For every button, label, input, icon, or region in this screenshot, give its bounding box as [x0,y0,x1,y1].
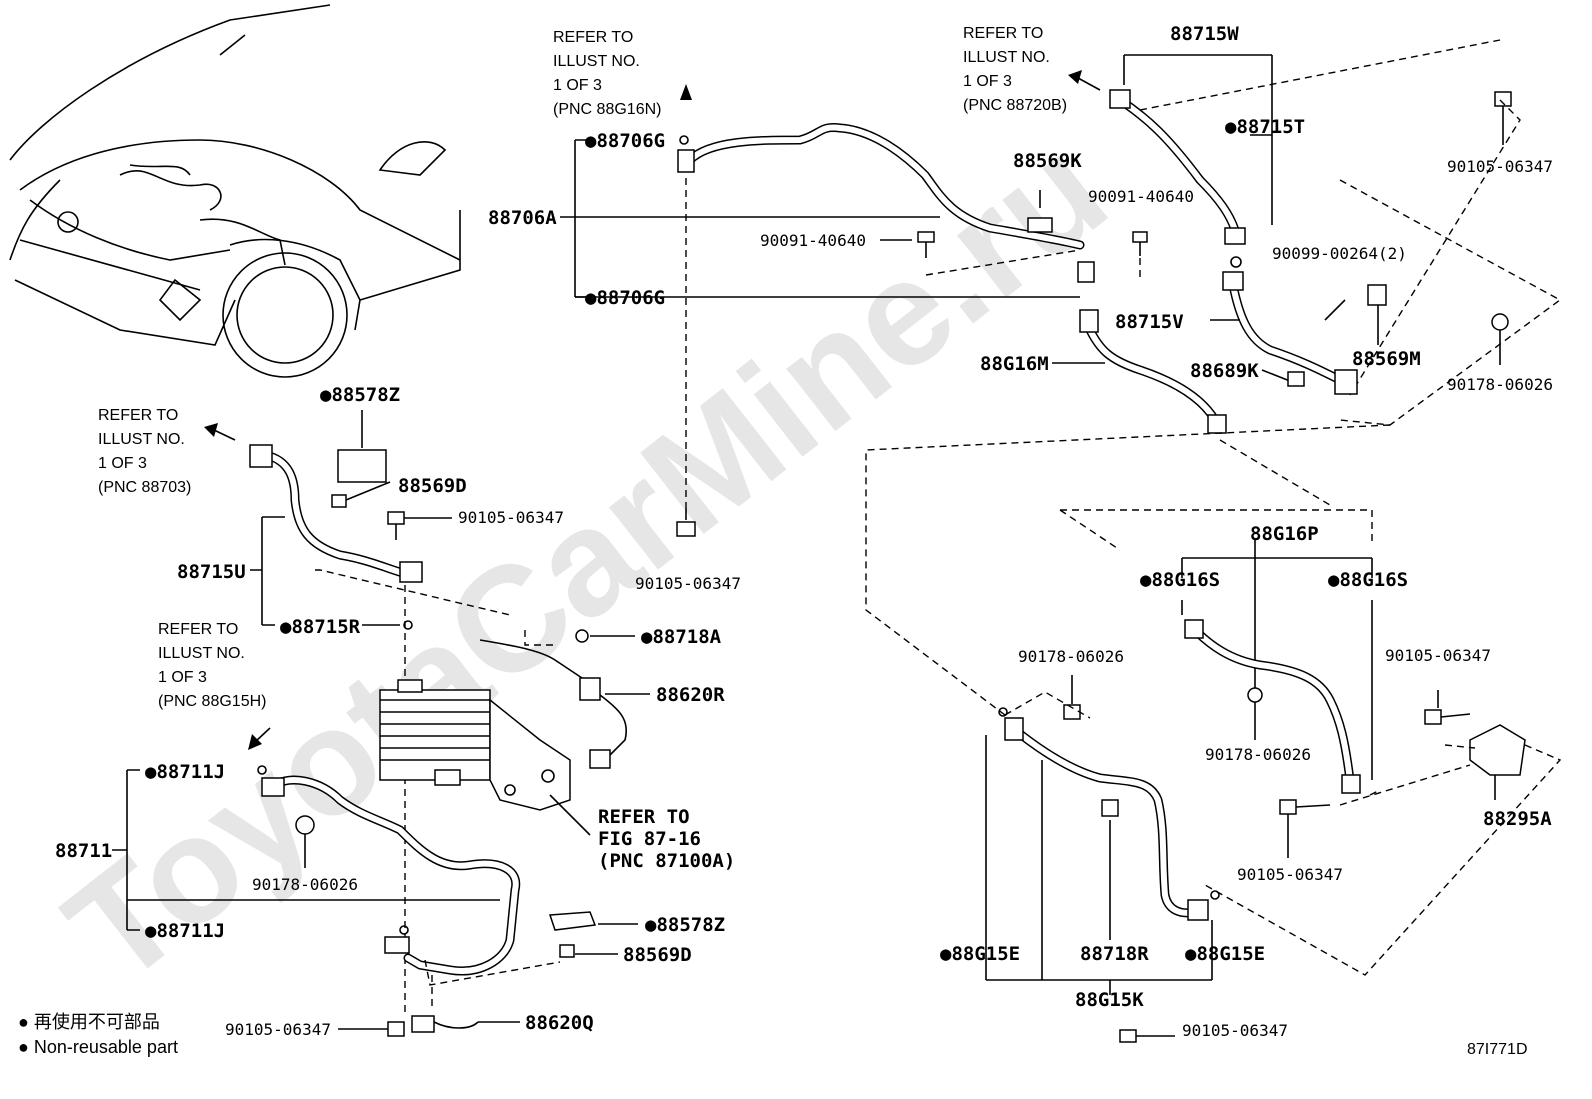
ref-88G16N-line4: (PNC 88G16N) [553,101,661,118]
label-90091-left: 90091-40640 [760,231,866,250]
label-88G15E-right: ●88G15E [1185,943,1265,965]
label-90105-left-2: 90105-06347 [225,1020,331,1039]
label-88689K: 88689K [1190,360,1259,382]
label-88711J-top: ●88711J [145,761,225,783]
pipe-88711 [261,775,521,976]
bracket-88295A [1469,724,1526,800]
ref-88720B-line3: 1 OF 3 [963,73,1012,90]
label-88706G-top: ●88706G [585,130,665,152]
pipe-88715V [1222,271,1358,395]
ref-87100A-line2: FIG 87-16 [598,828,701,850]
oil-cooler-unit [379,679,591,836]
label-88G16S-left: ●88G16S [1140,569,1220,591]
ref-88703-line1: REFER TO [98,407,178,424]
ref-88703-line3: 1 OF 3 [98,455,147,472]
ref-88G15H-line1: REFER TO [158,621,238,638]
label-90178-mid: 90178-06026 [1018,647,1124,666]
label-88578Z-top: ●88578Z [320,384,400,406]
label-88711: 88711 [55,840,112,862]
label-88718R: 88718R [1080,943,1149,965]
label-88569K: 88569K [1013,150,1082,172]
label-88715R: ●88715R [280,616,361,638]
figure-code: 87I771D [1467,1041,1528,1058]
watermark: ToyotaCarMine.ru [36,105,1135,1016]
label-88569D-bottom: 88569D [623,944,692,966]
pipe-88G15K [1004,717,1209,921]
label-90178-top-right: 90178-06026 [1447,375,1553,394]
clamp-88718R [1101,799,1119,817]
label-90105-mid: 90105-06347 [635,574,741,593]
ref-88G16N-line3: 1 OF 3 [553,77,602,94]
label-88715W: 88715W [1170,23,1239,45]
label-88706A: 88706A [488,207,557,229]
label-88G16P: 88G16P [1250,523,1319,545]
ref-88703-line2: ILLUST NO. [98,431,185,448]
ref-88703-line4: (PNC 88703) [98,479,191,496]
label-90091-right: 90091-40640 [1088,187,1194,206]
bolt-90105-left-1 [387,511,452,540]
bolt-90105-right-1 [1424,690,1471,725]
label-90105-right-2: 90105-06347 [1237,865,1343,884]
label-88715V: 88715V [1115,311,1184,333]
ref-88720B-line4: (PNC 88720B) [963,97,1067,114]
ref-88G15H-line4: (PNC 88G15H) [158,693,266,710]
bolt-90105-top-right [1494,91,1512,145]
legend-jp: ● 再使用不可部品 [18,1012,160,1032]
pipe-88715U [249,444,423,583]
ref-87100A-line3: (PNC 87100A) [598,850,735,872]
label-90105-right-1: 90105-06347 [1385,646,1491,665]
vehicle-front-illustration [9,4,461,378]
label-88620Q: 88620Q [525,1012,594,1034]
clip-88569K [1027,217,1053,233]
label-88G16S-right: ●88G16S [1328,569,1408,591]
label-88718A: ●88718A [641,626,722,648]
label-88706G-bottom: ●88706G [585,287,665,309]
label-90105-top-right: 90105-06347 [1447,157,1553,176]
label-90178-left: 90178-06026 [252,875,358,894]
label-88620R: 88620R [656,684,725,706]
sensor-88620Q [411,1015,435,1033]
clamp-88569D-top [331,494,347,508]
sensor-88620R [579,677,601,701]
clamp-88569M [1367,284,1387,306]
pipe-88706A [677,122,1095,283]
bolt-90091-left [917,231,935,258]
cushion-88578Z-bottom [548,911,597,931]
clamp-88569D-bottom [559,944,575,958]
bolt-90105-right-2 [1279,799,1331,858]
label-88G15E-left: ●88G15E [940,943,1020,965]
pipe-88G16M [1079,309,1227,434]
ref-88G15H-line2: ILLUST NO. [158,645,245,662]
nut-90178-top-right [1491,313,1509,331]
ref-87100A-line1: REFER TO [598,806,690,828]
label-90105-bottom-right: 90105-06347 [1182,1021,1288,1040]
pipe-88G16P [1184,619,1361,794]
bolt-90105-bottom-right [1119,1029,1175,1043]
label-88G15K: 88G15K [1075,989,1144,1011]
label-90178-mid-2: 90178-06026 [1205,745,1311,764]
label-88295A: 88295A [1483,808,1552,830]
ref-88G16N-line2: ILLUST NO. [553,53,640,70]
label-88711J-bottom: ●88711J [145,920,225,942]
bolt-90105-left-2 [338,1021,405,1037]
nut-90178-left [295,815,315,835]
label-88G16M: 88G16M [980,353,1049,375]
ref-88G15H-line3: 1 OF 3 [158,669,207,686]
label-90099: 90099-00264(2) [1272,244,1407,263]
pipe-88715W [1109,89,1246,245]
ref-88720B-line2: ILLUST NO. [963,49,1050,66]
ref-88G16N-line1: REFER TO [553,29,633,46]
label-88578Z-bottom: ●88578Z [645,914,725,936]
bolt-90091-right [1132,231,1148,278]
legend-en: ● Non-reusable part [18,1037,178,1057]
ref-88720B-line1: REFER TO [963,25,1043,42]
label-88715T: ●88715T [1225,116,1305,138]
label-88569M: 88569M [1352,348,1421,370]
label-90105-left-1: 90105-06347 [458,508,564,527]
cushion-88578Z-top [337,449,387,483]
label-88569D-top: 88569D [398,475,467,497]
label-88715U: 88715U [177,561,246,583]
